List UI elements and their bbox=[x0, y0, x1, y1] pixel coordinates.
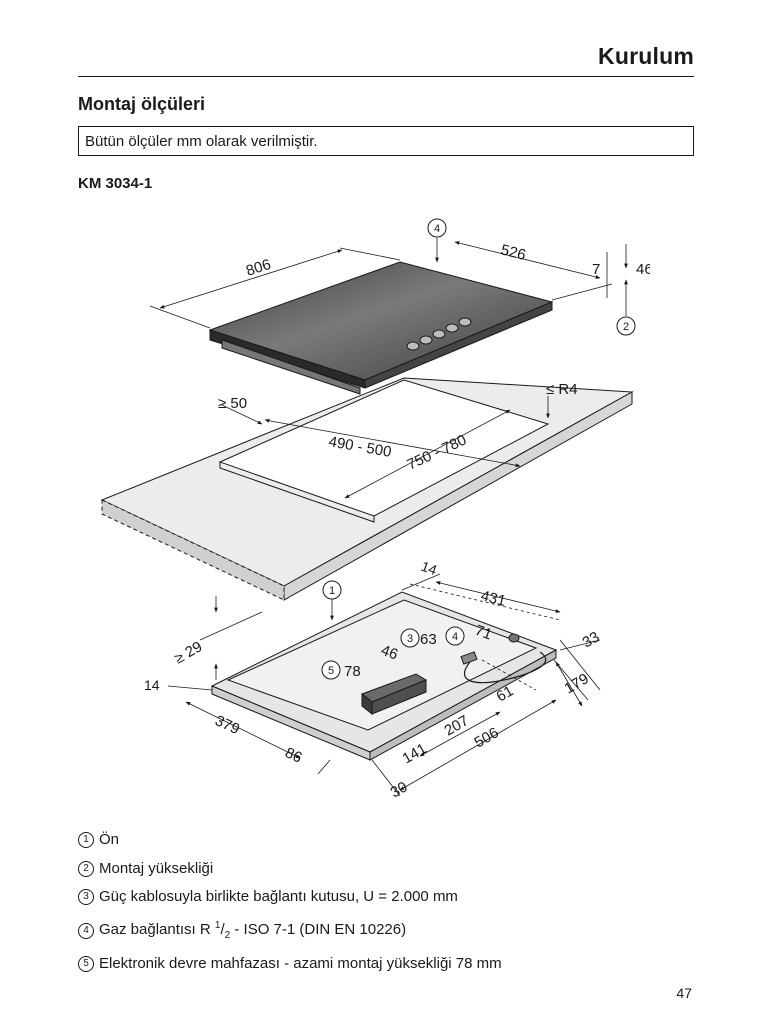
dim-line-806 bbox=[159, 249, 343, 309]
page-title: Kurulum bbox=[598, 43, 694, 69]
connection-box bbox=[460, 651, 478, 665]
dim-line-207 bbox=[419, 711, 501, 757]
knob-icon bbox=[458, 317, 472, 327]
note-box: Bütün ölçüler mm olarak verilmiştir. bbox=[78, 126, 694, 156]
dim-506: 506 bbox=[472, 724, 502, 751]
power-cable bbox=[464, 651, 547, 684]
callout-1: 1 bbox=[322, 580, 342, 600]
dim-33: 33 bbox=[580, 628, 603, 651]
svg-text:2: 2 bbox=[623, 321, 629, 333]
dim-7: 7 bbox=[592, 261, 600, 278]
dim-63: 63 bbox=[420, 631, 437, 648]
underside-dimensions bbox=[167, 573, 601, 797]
dim-46-bottom: 46 bbox=[379, 642, 400, 664]
knob-icon bbox=[419, 335, 433, 345]
hob-edge-right bbox=[364, 301, 553, 389]
dim-30: 30 bbox=[388, 778, 411, 801]
dim-min-29: ≥ 29 bbox=[172, 638, 206, 667]
legend-text: Güç kablosuyla birlikte bağlantı kutusu,… bbox=[99, 888, 458, 905]
section-title: Montaj ölçüleri bbox=[78, 94, 206, 114]
legend-text: Elektronik devre mahfazası - azami monta… bbox=[99, 955, 502, 972]
legend-number: 2 bbox=[78, 860, 94, 877]
svg-text:4: 4 bbox=[452, 631, 458, 643]
dim-line-431 bbox=[435, 581, 561, 613]
dim-86: 86 bbox=[282, 744, 304, 766]
dim-431: 431 bbox=[479, 587, 507, 610]
legend-number: 3 bbox=[78, 889, 94, 906]
hob-top-view bbox=[208, 261, 554, 395]
svg-text:4: 4 bbox=[434, 223, 440, 235]
page-header: Kurulum bbox=[78, 40, 694, 77]
dim-14-left: 14 bbox=[144, 677, 160, 693]
worktop-side-edge bbox=[101, 499, 285, 601]
legend-item: 3 Güç kablosuyla birlikte bağlantı kutus… bbox=[78, 883, 698, 912]
dim-379: 379 bbox=[212, 712, 242, 738]
legend-number: 1 bbox=[78, 832, 94, 849]
cutout-dimensions bbox=[221, 396, 550, 499]
legend-text: Gaz bağlantısı R 1/2 - ISO 7-1 (DIN EN 1… bbox=[99, 919, 407, 941]
dim-line-526 bbox=[454, 241, 601, 279]
knob-icon bbox=[445, 323, 459, 333]
dim-14-top: 14 bbox=[419, 558, 439, 578]
legend-item: 1 Ön bbox=[78, 826, 698, 855]
legend: 1 Ön 2 Montaj yüksekliği 3 Güç kablosuyl… bbox=[78, 826, 698, 979]
dim-line-179 bbox=[555, 661, 583, 707]
knob-icon bbox=[406, 341, 420, 351]
svg-text:3: 3 bbox=[407, 633, 413, 645]
legend-text: Ön bbox=[99, 831, 120, 848]
control-knobs bbox=[406, 317, 472, 351]
dim-806: 806 bbox=[244, 256, 273, 280]
gas-connection-icon bbox=[508, 633, 520, 643]
dim-78: 78 bbox=[344, 663, 361, 680]
dim-526: 526 bbox=[499, 241, 527, 264]
dim-min-50: ≥ 50 bbox=[218, 395, 247, 412]
legend-number: 5 bbox=[78, 956, 94, 973]
hob-base bbox=[221, 339, 361, 395]
legend-number: 4 bbox=[78, 922, 94, 939]
dim-line-379 bbox=[185, 701, 301, 759]
callout-4-top: 4 bbox=[427, 218, 447, 238]
dim-141: 141 bbox=[400, 740, 430, 767]
dim-61: 61 bbox=[494, 682, 517, 705]
callout-3: 3 bbox=[400, 628, 420, 648]
svg-text:5: 5 bbox=[328, 665, 334, 677]
legend-item: 4 Gaz bağlantısı R 1/2 - ISO 7-1 (DIN EN… bbox=[78, 912, 698, 951]
callout-2: 2 bbox=[616, 316, 636, 336]
legend-text: Montaj yüksekliği bbox=[99, 859, 214, 877]
knob-icon bbox=[432, 329, 446, 339]
hob-underside bbox=[210, 591, 558, 761]
page-number: 47 bbox=[676, 985, 692, 1001]
callout-5: 5 bbox=[321, 660, 341, 680]
dim-line-750-780 bbox=[344, 409, 511, 499]
worktop bbox=[100, 377, 634, 601]
svg-text:1: 1 bbox=[329, 585, 335, 597]
legend-item: 5 Elektronik devre mahfazası - azami mon… bbox=[78, 950, 698, 979]
hob-dimensions bbox=[149, 238, 628, 329]
callout-4-bottom: 4 bbox=[445, 626, 465, 646]
dim-46-top: 46 bbox=[636, 261, 650, 278]
dim-radius: ≤ R4 bbox=[546, 381, 578, 398]
legend-item: 2 Montaj yüksekliği bbox=[78, 855, 698, 884]
installation-drawing: 806 526 7 46 4 2 ≥ 50 ≤ R4 490 - 500 750… bbox=[100, 218, 650, 801]
model-number: KM 3034-1 bbox=[78, 175, 153, 192]
hob-glass bbox=[208, 261, 554, 381]
dim-71: 71 bbox=[473, 622, 494, 644]
